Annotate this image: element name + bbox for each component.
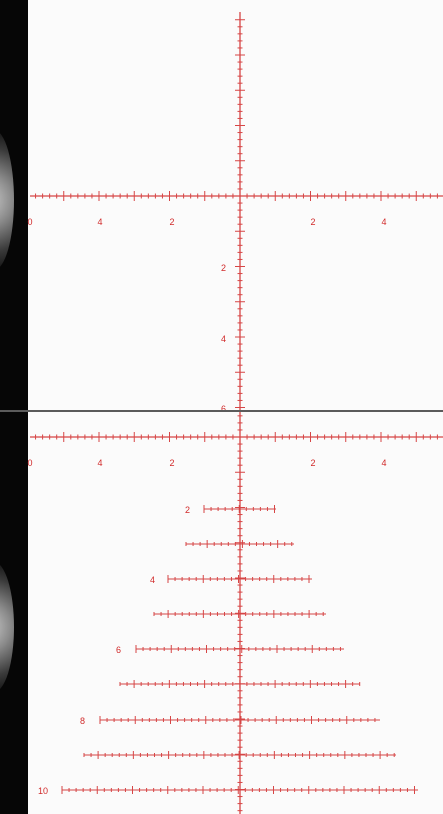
v-label-6: 6 bbox=[221, 404, 226, 410]
h-label-left-4: 4 bbox=[97, 458, 102, 468]
lens-edge-image bbox=[0, 130, 14, 270]
reticle-panel-bottom: 0 4 2 2 4 2 4 6 8 10 bbox=[0, 412, 443, 814]
h-label-right-4: 4 bbox=[381, 458, 386, 468]
reticle-christmas-tree: 0 4 2 2 4 2 4 6 8 10 bbox=[27, 412, 443, 814]
h-label-left-0: 0 bbox=[27, 458, 32, 468]
h-label-left-4: 4 bbox=[97, 217, 102, 227]
h-label-right-2: 2 bbox=[310, 217, 315, 227]
v-label-2: 2 bbox=[221, 263, 226, 273]
tree-label-8: 8 bbox=[80, 716, 85, 726]
tree-label-4: 4 bbox=[150, 575, 155, 585]
h-label-left-2: 2 bbox=[169, 458, 174, 468]
tree-label-10: 10 bbox=[38, 786, 48, 796]
tree-label-6: 6 bbox=[116, 645, 121, 655]
v-label-4: 4 bbox=[221, 334, 226, 344]
panel-divider bbox=[0, 410, 443, 412]
lens-edge-image bbox=[0, 562, 14, 692]
h-label-left-0: 0 bbox=[27, 217, 32, 227]
eyepiece-edge bbox=[0, 0, 28, 410]
tree-label-2: 2 bbox=[185, 505, 190, 515]
h-label-left-2: 2 bbox=[169, 217, 174, 227]
eyepiece-edge bbox=[0, 412, 28, 814]
h-label-right-2: 2 bbox=[310, 458, 315, 468]
reticle-panel-top: 0 4 2 2 4 2 4 6 bbox=[0, 0, 443, 410]
h-label-right-4: 4 bbox=[381, 217, 386, 227]
reticle-crosshair-top: 0 4 2 2 4 2 4 6 bbox=[27, 12, 443, 410]
